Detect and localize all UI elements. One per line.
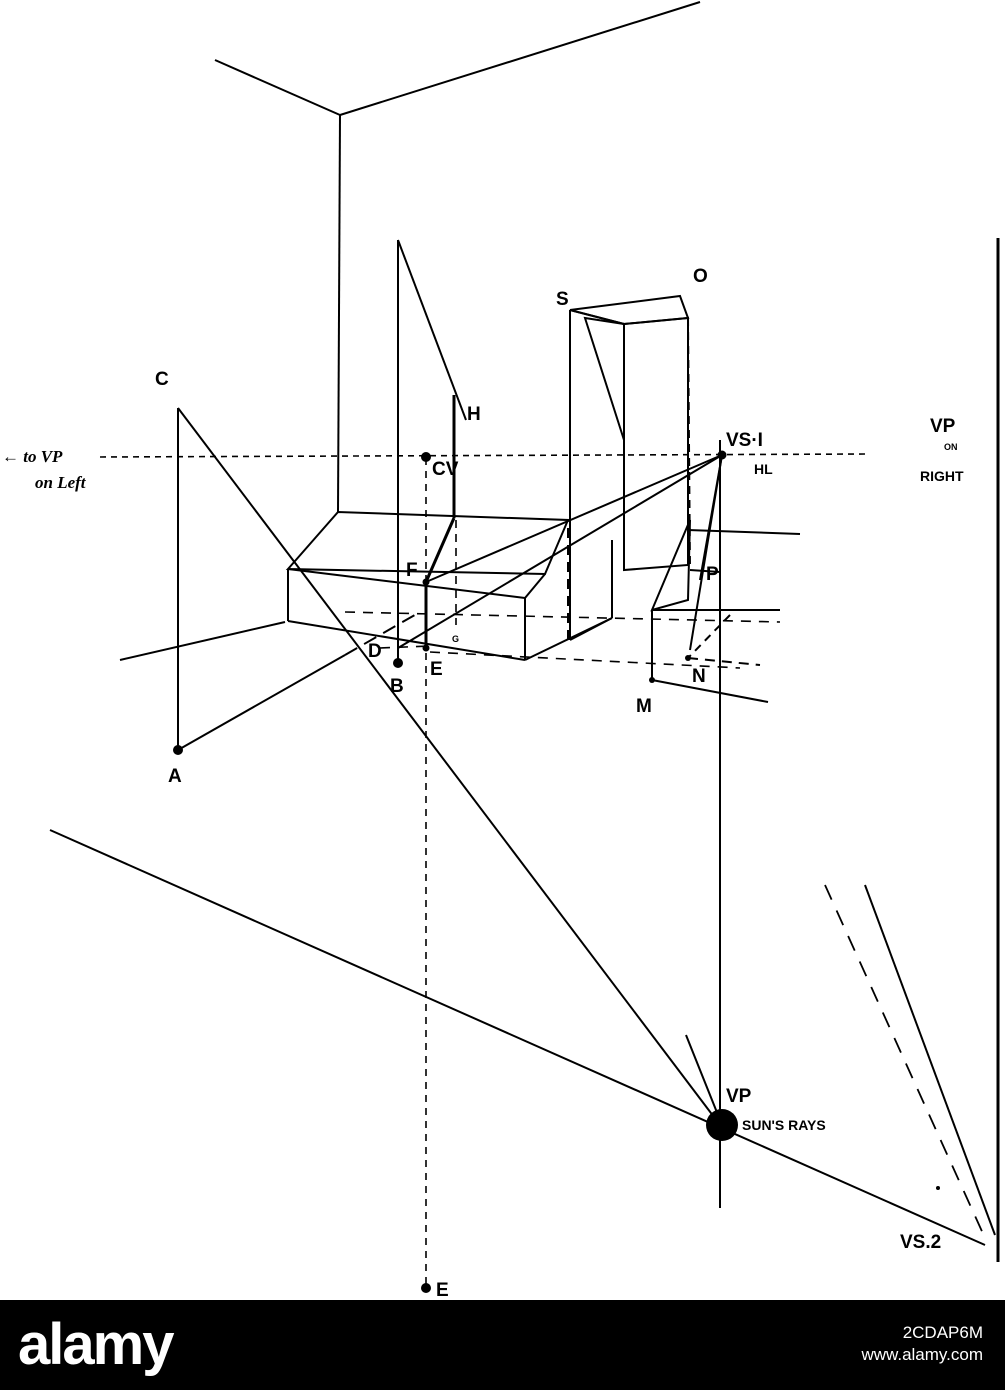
point-a-marker [173, 745, 183, 755]
pole-b [397, 239, 467, 663]
label-vp-right-1: VP [930, 416, 956, 437]
tall-block-s [567, 294, 691, 641]
label-e-bottom: E [436, 1280, 449, 1300]
label-vs1: VS·I [726, 430, 763, 451]
sun-vanishing-line [49, 829, 986, 1246]
label-m: M [636, 696, 652, 717]
label-vp-right-3: RIGHT [920, 468, 964, 484]
label-hl: HL [754, 461, 773, 477]
vs1-point-marker [717, 450, 727, 460]
label-d: D [368, 641, 382, 662]
label-vp-sun-2: SUN'S RAYS [742, 1117, 826, 1133]
vs2-dot [936, 1186, 940, 1190]
label-vp-right-2: ON [944, 442, 958, 452]
point-n-marker [685, 655, 691, 661]
label-vs2: VS.2 [900, 1232, 941, 1253]
label-e: E [430, 659, 443, 680]
label-h: H [467, 404, 481, 425]
label-s: S [556, 289, 569, 310]
pole-fe [424, 395, 456, 648]
label-g: G [452, 634, 459, 644]
label-vp-sun-1: VP [726, 1086, 752, 1107]
label-o: O [693, 266, 708, 287]
small-block-m [650, 519, 801, 703]
floor-dashed-lines [344, 611, 781, 669]
label-f: F [406, 560, 418, 581]
step-block [285, 510, 613, 661]
horizon-line [99, 453, 869, 458]
point-cv-marker [421, 452, 431, 462]
label-n: N [692, 666, 706, 687]
vs2-solid-line [864, 884, 996, 1236]
label-vp-left-1: ← to VP [2, 447, 63, 466]
point-e-marker [422, 644, 430, 652]
watermark-site: www.alamy.com [861, 1345, 983, 1364]
pole-ac [177, 407, 721, 1126]
label-vp-left-2: on Left [35, 473, 87, 492]
label-cv: CV [432, 459, 459, 480]
vp-sun-rays [685, 1034, 738, 1141]
label-b: B [390, 676, 404, 697]
rays-to-vs1 [397, 454, 723, 651]
point-e-bottom-marker [421, 1283, 431, 1293]
watermark-bar: alamy 2CDAP6M www.alamy.com [0, 1300, 1005, 1390]
watermark-logo: alamy [18, 1312, 174, 1377]
vs2-dashed-line [824, 884, 986, 1239]
room-corner-lines [119, 1, 701, 661]
watermark-image-id: 2CDAP6M [902, 1323, 983, 1342]
label-c: C [155, 369, 169, 390]
label-p: P [706, 564, 719, 585]
label-a: A [168, 766, 182, 787]
point-b-marker [393, 658, 403, 668]
point-m-marker [649, 677, 655, 683]
perspective-shadow-diagram: C A H CV F D B E G S O VS·I HL P N M E V… [2, 1, 1000, 1300]
watermark-code: 2CDAP6M www.alamy.com [861, 1322, 983, 1366]
